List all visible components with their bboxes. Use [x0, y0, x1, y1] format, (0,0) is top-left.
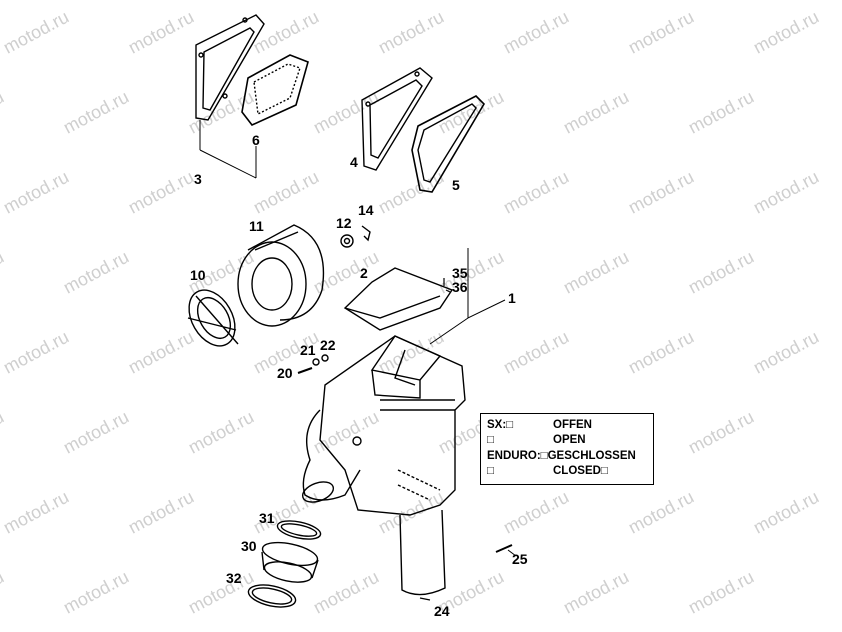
callout-30: 30: [241, 538, 257, 554]
callout-32: 32: [226, 570, 242, 586]
part-5-gasket: [411, 95, 486, 193]
legend-row4-right: CLOSED□: [553, 465, 608, 477]
callout-4: 4: [350, 154, 358, 170]
legend-row1-left: SX:□: [487, 419, 514, 431]
part-21-washer: [312, 358, 320, 366]
part-24-drain-tube: [399, 509, 446, 601]
callout-25: 25: [512, 551, 528, 567]
part-30-sleeve: [261, 541, 319, 583]
callout-6: 6: [252, 132, 260, 148]
callout-14: 14: [358, 202, 374, 218]
callout-1: 1: [508, 290, 516, 306]
part-32-clamp: [247, 584, 297, 608]
callout-12: 12: [336, 215, 352, 231]
legend-row3: ENDURO:□GESCHLOSSEN: [487, 450, 636, 462]
part-25-screw: [495, 544, 513, 553]
callout-35: 35: [452, 265, 468, 281]
part-14-clip: [361, 225, 371, 242]
part-10-filter-cage: [187, 289, 239, 347]
callout-20: 20: [277, 365, 293, 381]
callout-24: 24: [434, 603, 450, 619]
part-20-bolt: [297, 367, 313, 374]
callout-11: 11: [249, 218, 264, 234]
part-6-filter-element: [241, 54, 309, 126]
callout-31: 31: [259, 510, 275, 526]
callout-5: 5: [452, 177, 460, 193]
legend-row2-right: OPEN: [553, 434, 586, 446]
callout-22: 22: [320, 337, 336, 353]
part-11-air-filter: [237, 224, 325, 327]
legend-row2-left: □: [487, 434, 494, 446]
legend-box: SX:□ OFFEN □ OPEN ENDURO:□GESCHLOSSEN □ …: [480, 413, 654, 485]
part-2-intake-cover: [343, 267, 454, 331]
callout-3: 3: [194, 171, 202, 187]
callout-36: 36: [452, 279, 468, 295]
part-31-clamp: [276, 520, 322, 540]
legend-row1-right: OFFEN: [553, 419, 592, 431]
part-12-nut: [340, 234, 354, 248]
part-3-filter-frame: [195, 14, 265, 121]
part-22-nut: [321, 354, 329, 362]
part-1-air-box: [301, 335, 466, 516]
legend-row4-left: □: [487, 465, 494, 477]
callout-2: 2: [360, 265, 368, 281]
callout-10: 10: [190, 267, 206, 283]
callout-21: 21: [300, 342, 316, 358]
part-4-cover-frame: [361, 67, 433, 171]
